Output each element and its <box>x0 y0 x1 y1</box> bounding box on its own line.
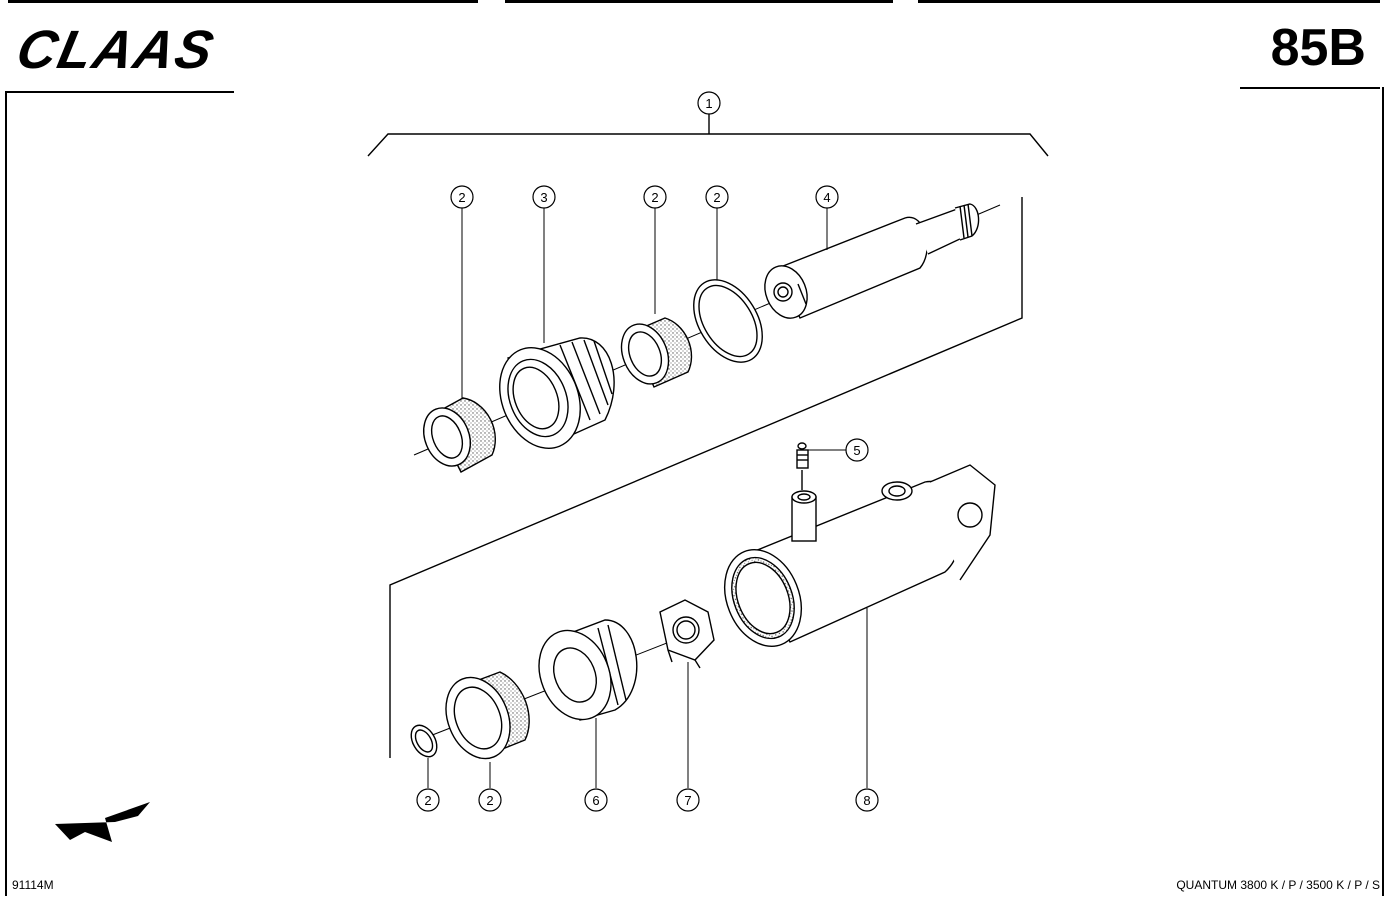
header-rule-left <box>6 91 234 93</box>
callout-label: 2 <box>458 190 465 205</box>
callout-7: 7 <box>676 788 700 812</box>
header-rule-right <box>1240 87 1380 89</box>
callout-2: 2 <box>643 185 667 209</box>
group-frame <box>389 197 1023 758</box>
drawing-number: 91114M <box>12 878 54 892</box>
callout-2: 2 <box>478 788 502 812</box>
callout-1: 1 <box>697 91 721 115</box>
callout-label: 2 <box>424 793 431 808</box>
hex-nut <box>659 599 715 669</box>
grease-nipple <box>796 442 809 490</box>
seal-ring-lower <box>445 671 530 760</box>
callout-label: 2 <box>486 793 493 808</box>
callout-label: 7 <box>684 793 691 808</box>
callout-8: 8 <box>855 788 879 812</box>
seal-ring-middle <box>620 317 693 388</box>
top-edge-mark <box>8 0 478 3</box>
o-ring-small <box>410 724 438 758</box>
guide-bushing <box>499 337 615 449</box>
callout-3: 3 <box>532 185 556 209</box>
callout-label: 1 <box>705 96 712 111</box>
callout-5: 5 <box>845 438 869 462</box>
callout-2: 2 <box>450 185 474 209</box>
piston-rod <box>764 203 980 319</box>
callout-label: 5 <box>853 443 860 458</box>
page-number: 85B <box>1270 19 1366 77</box>
frame-right-border <box>1382 87 1384 896</box>
o-ring-upper <box>693 279 763 363</box>
seal-ring-upper-left <box>423 397 496 473</box>
callout-2: 2 <box>416 788 440 812</box>
model-designation: QUANTUM 3800 K / P / 3500 K / P / S <box>1176 878 1380 892</box>
callout-label: 2 <box>651 190 658 205</box>
arrow-down-left-icon <box>55 802 150 842</box>
frame-left-border <box>5 91 7 896</box>
callout-label: 3 <box>540 190 547 205</box>
callout-label: 8 <box>863 793 870 808</box>
top-edge-mark <box>505 0 893 3</box>
callout-2: 2 <box>705 185 729 209</box>
callout-label: 2 <box>713 190 720 205</box>
callout-4: 4 <box>815 185 839 209</box>
assembly-bracket <box>367 114 1049 157</box>
callout-label: 6 <box>592 793 599 808</box>
piston <box>538 619 638 721</box>
cylinder-barrel <box>724 464 996 647</box>
callout-6: 6 <box>584 788 608 812</box>
top-edge-mark <box>918 0 1380 3</box>
callout-label: 4 <box>823 190 830 205</box>
leader-lines <box>427 208 868 788</box>
